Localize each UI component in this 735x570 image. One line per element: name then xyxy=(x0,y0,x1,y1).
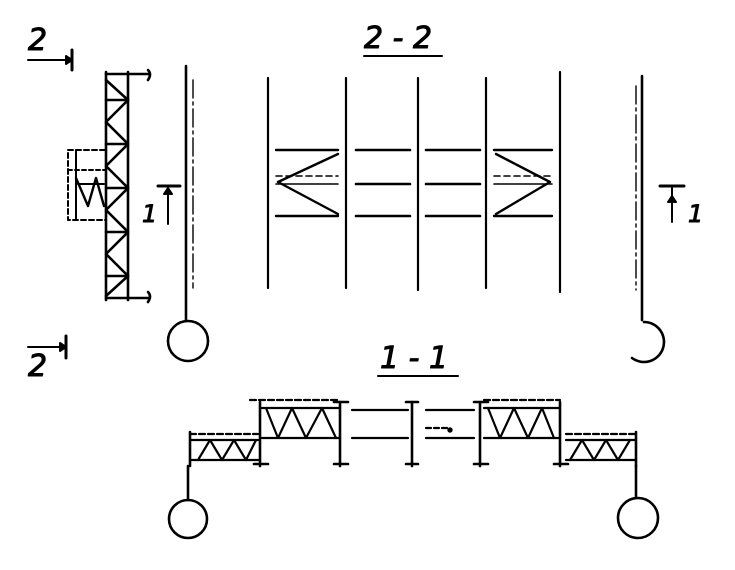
left-column-2-2 xyxy=(166,64,210,363)
elev-truss-left-high xyxy=(248,398,350,468)
plan-frame-lines xyxy=(266,70,562,294)
cut-marker-2-top xyxy=(27,48,74,72)
section-title-2-2: 2 - 2 xyxy=(364,21,432,56)
elev-supports xyxy=(167,464,660,540)
cut-marker-2-bottom xyxy=(27,334,68,360)
right-support-circle-top xyxy=(630,320,666,364)
cut-label-2-bottom: 2 xyxy=(28,349,47,384)
right-support-circle-bottom xyxy=(616,496,660,540)
elev-truss-right-high xyxy=(472,398,570,468)
left-support-circle-bottom xyxy=(167,498,209,540)
cut-label-1-right: 1 xyxy=(688,200,703,228)
cut-marker-1-left xyxy=(156,184,182,225)
section-title-1-1: 1 - 1 xyxy=(380,341,448,376)
left-support-circle-top xyxy=(166,319,210,363)
elev-truss-left-low xyxy=(188,430,260,468)
cut-label-1-left: 1 xyxy=(142,200,157,228)
right-column-2-2 xyxy=(630,74,666,364)
plan-middle-bays xyxy=(354,148,482,218)
plan-bracing-left xyxy=(274,148,340,218)
cut-marker-1-right xyxy=(658,184,686,223)
left-truss-elevation xyxy=(104,68,152,304)
plan-bracing-right xyxy=(492,148,554,218)
left-side-frame xyxy=(67,149,107,221)
elev-middle-bay xyxy=(350,400,476,468)
elev-truss-right-low xyxy=(564,430,638,468)
cut-label-2-top: 2 xyxy=(28,23,47,58)
